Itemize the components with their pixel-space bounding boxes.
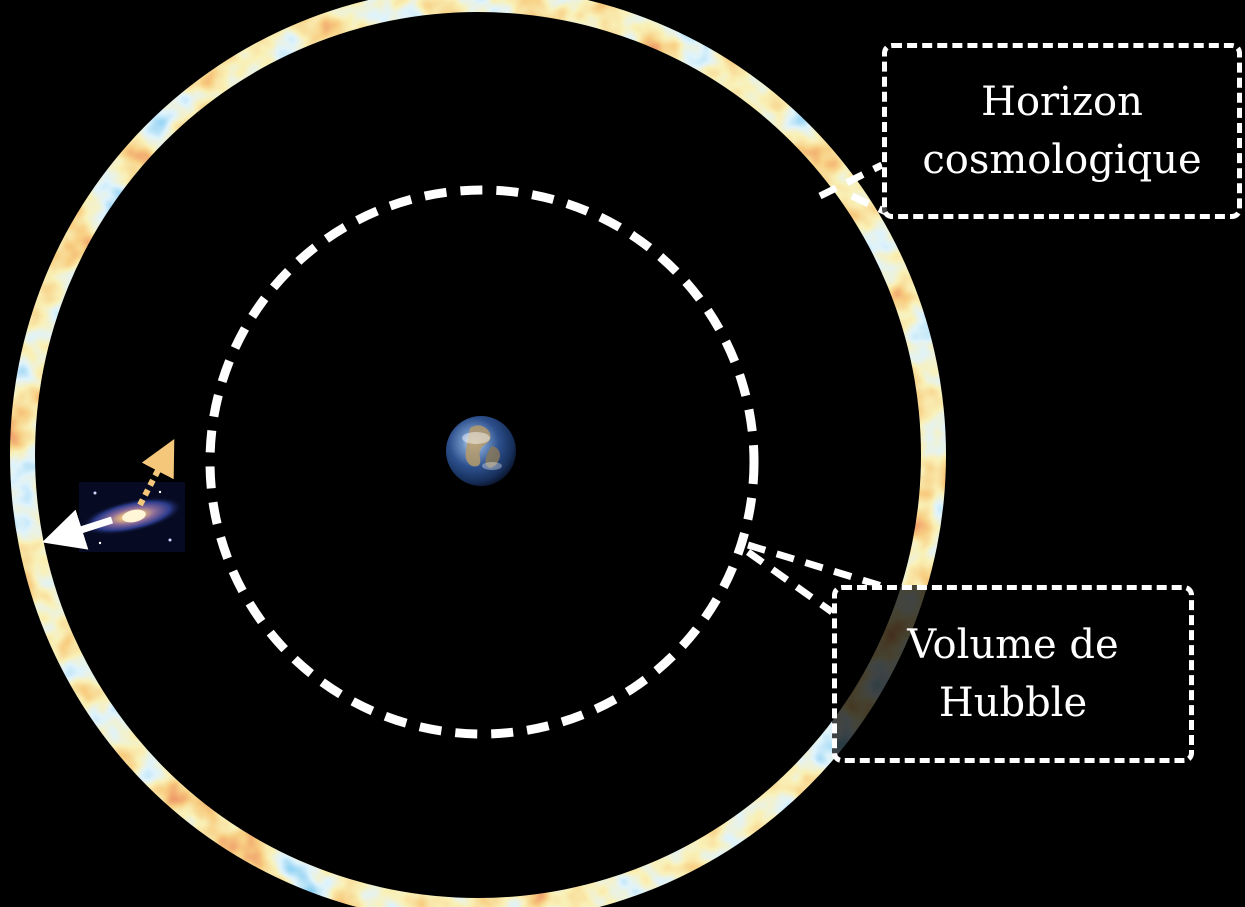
white-arrow-icon <box>41 509 114 550</box>
hubble-label-box: Volume de Hubble <box>832 585 1194 763</box>
horizon-label-box: Horizon cosmologique <box>882 43 1242 219</box>
hubble-label-line-2: Hubble <box>938 680 1088 726</box>
horizon-leader-line-lower <box>850 192 888 216</box>
hubble-leader-line-lower <box>745 549 835 615</box>
hubble-label-line-1: Volume de <box>907 622 1119 668</box>
galaxy-icon <box>79 482 185 552</box>
hubble-volume-circle <box>205 185 759 739</box>
horizon-label-line-2: cosmologique <box>922 137 1202 183</box>
dotted-orange-arrow-icon <box>137 439 175 507</box>
horizon-leader-line <box>818 161 884 200</box>
horizon-label-line-1: Horizon <box>981 79 1143 125</box>
earth-icon <box>446 416 516 486</box>
hubble-leader-line-upper <box>746 541 887 591</box>
